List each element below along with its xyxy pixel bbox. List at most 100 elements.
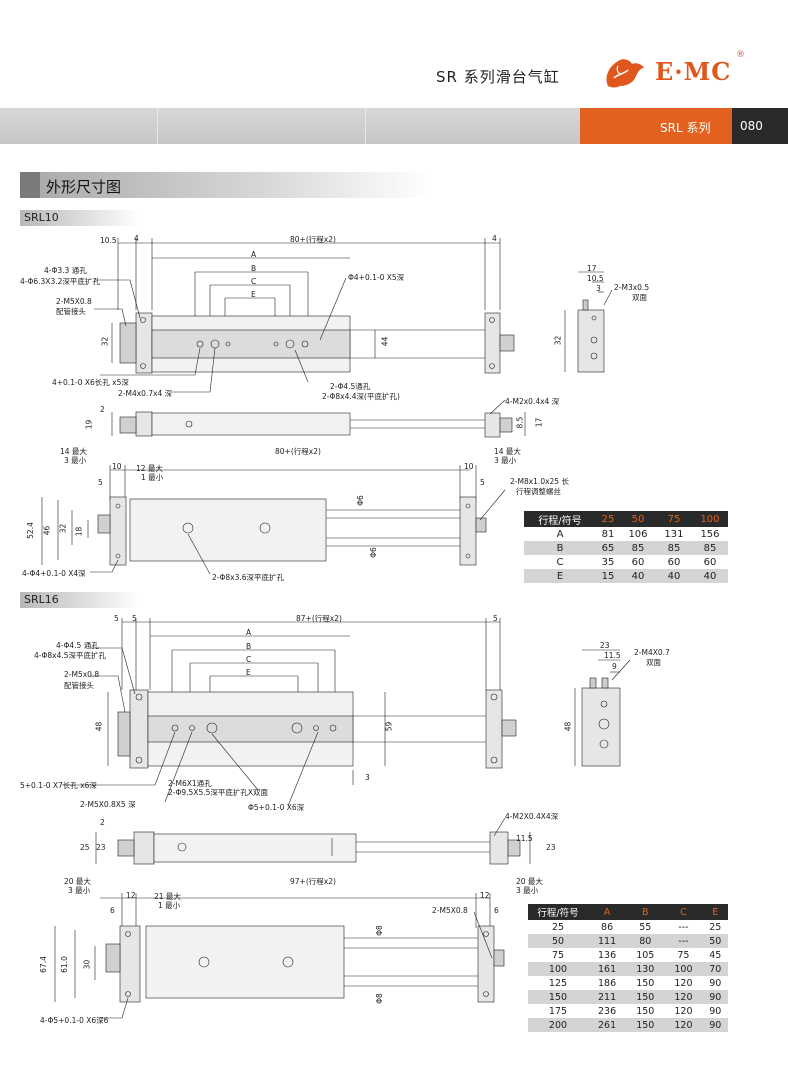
dim-label: 21 最大 [154,892,181,901]
series-band: SRL 系列 [580,108,732,144]
table-cell: 60 [667,556,681,568]
dim-label: A [251,250,257,259]
table-header-cell: 25 [596,511,620,527]
dim-label: 30 [82,959,92,970]
table-cell: 236 [598,1005,617,1017]
dim-label: Φ6 [355,495,365,506]
table-cell: C [556,556,564,568]
table-cell: 125 [548,977,568,989]
table-header-cell: C [664,904,703,920]
dim-label: 20 最大 [64,877,91,886]
dim-label: 10.5 [100,236,117,245]
dim-label: 3 最小 [64,456,87,465]
dim-label: 52.4 [25,522,35,539]
table-cell: 131 [664,528,684,540]
dim-label: E [251,290,256,299]
dim-label: Φ8 [374,925,384,936]
table-cell: 25 [551,921,565,933]
dim-label: 23 [600,641,610,650]
dim-label: 5+0.1-0 X7长孔 x6深 [20,781,97,790]
dim-label: 双面 [646,658,661,667]
table-cell: 25 [709,921,722,933]
table-header-cell: E [702,904,728,920]
dim-label: 4 [492,234,497,243]
table-header-row: 行程/符号 25 50 75 100 [524,511,728,527]
dim-label: 4-Φ6.3X3.2深平底扩孔 [20,277,100,286]
table-cell: 40 [620,569,656,583]
dim-label: 2-Φ9.5X5.5深平底扩孔X双面 [168,788,269,797]
srl16-end-view [574,649,631,767]
dim-label: 2-M4x0.7x4 深 [118,389,173,398]
dim-label: 2-M5X0.8X5 深 [80,800,136,809]
table-cell: 85 [655,541,692,555]
dim-label: 61.0 [59,956,69,973]
dim-label: 12 [480,891,490,900]
dim-label: 48 [94,721,104,732]
dim-label: 1 最小 [158,901,181,910]
table-cell: 150 [626,990,665,1004]
dim-label: 4-M2x0.4x4 深 [505,397,560,406]
table-cell: A [556,528,564,540]
section-title: 外形尺寸图 [46,178,122,196]
srl10-end-view [564,271,613,373]
dim-label: 2 [100,405,105,414]
table-cell: 120 [674,1005,693,1017]
dim-label: 97+(行程x2) [290,877,336,886]
table-cell: 15 [596,569,620,583]
table-cell: 100 [664,962,703,976]
dim-label: 2-M3x0.5 [614,283,650,292]
dim-label: Φ8 [374,993,384,1004]
table-header-cell: 100 [691,511,728,527]
table-header-cell: A [588,904,627,920]
table-header-cell: 行程/符号 [528,904,588,920]
dim-label: 2-M6X1通孔 [168,779,212,788]
dim-label: 1 最小 [141,473,164,482]
dim-label: 6 [494,906,499,915]
table-cell: 75 [677,949,690,961]
dim-label: 10.5 [587,274,604,283]
dim-label: 46 [42,525,52,536]
table-cell: 60 [703,556,717,568]
srl10-top-view [94,238,515,393]
dim-label: 87+(行程x2) [296,614,342,623]
dim-label: 5 [98,478,103,487]
dim-label: Φ6 [368,547,378,558]
srl16-front-view [95,817,531,865]
table-cell: 81 [601,528,615,540]
registered-mark: ® [736,50,745,60]
dim-label: 3 [365,773,370,782]
model-label-srl10: SRL10 [24,211,59,224]
table-header-cell: 50 [620,511,656,527]
dim-label: 23 [546,843,556,852]
dim-label: 双面 [632,293,647,302]
table-cell: 211 [588,990,627,1004]
dim-label: 4-M2X0.4X4深 [505,812,559,821]
dim-label: 6 [110,906,115,915]
table-cell: 200 [528,1018,588,1032]
table-cell: 120 [674,977,693,989]
table-cell: E [524,569,596,583]
dim-label: 2-M5x0.8 [64,670,100,679]
dim-label: 2-Φ4.5通孔 [330,382,371,391]
dim-label: 48 [563,721,573,732]
header-grey-band [0,108,580,144]
dim-label: 2-Φ8x4.4深(平底扩孔) [322,392,400,401]
table-header-cell: B [626,904,665,920]
dim-label: 3 最小 [516,886,539,895]
table-cell: --- [678,921,689,933]
dim-label: 10 [112,462,122,471]
srl10-bottom-view [41,465,506,575]
dim-label: 3 [596,284,601,293]
dim-label: 4+0.1-0 X6长孔 x5深 [52,378,129,387]
table-cell: 150 [528,990,588,1004]
table-cell: 100 [528,962,588,976]
brand-logo-text: E·MC [655,57,732,86]
dim-label: 80+(行程x2) [275,447,321,456]
